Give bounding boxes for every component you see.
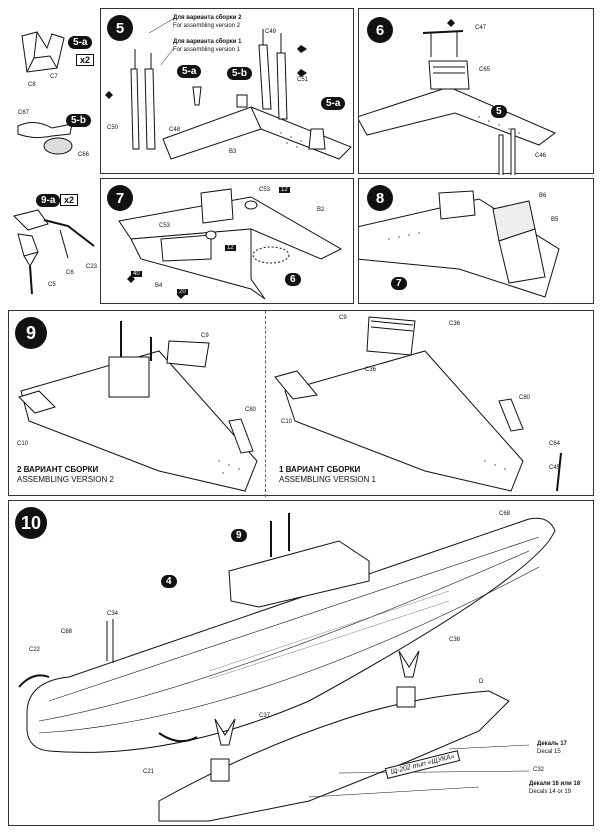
version1-caption-en: ASSEMBLING VERSION 1 [279, 475, 376, 484]
sub-5b-badge: 5-b [66, 114, 91, 127]
label-c51: C51 [297, 77, 309, 83]
label-c9-right: C9 [339, 315, 347, 321]
version1-caption-ru: 1 ВАРИАНТ СБОРКИ [279, 465, 361, 474]
sub-5a-1: 5-a [177, 65, 202, 78]
part-5a-drawing [21, 31, 65, 73]
step-7-number: 7 [107, 185, 133, 211]
version1-caption: 1 ВАРИАНТ СБОРКИ ASSEMBLING VERSION 1 [279, 465, 376, 485]
sub-9a-badge: 9-a [36, 194, 61, 207]
sub-4: 4 [161, 575, 177, 588]
label-c38: C38 [449, 637, 461, 643]
label-c80-right: C80 [519, 395, 531, 401]
step-5-drawing [105, 18, 352, 160]
version2-ru: Для варианта сборки 2 [173, 15, 242, 21]
label-c5: C5 [48, 282, 56, 288]
label-c53-b: C53 [159, 223, 171, 229]
tag-40: 40 [131, 271, 142, 277]
sub-7: 7 [391, 277, 407, 290]
label-d: D [479, 679, 484, 685]
sub-9: 9 [231, 529, 247, 542]
step-9-panel: 9 C9 C10 C80 C9 C36 C36 C10 C80 C64 C45 … [8, 310, 594, 497]
multiplier-x2-b: x2 [60, 194, 79, 206]
step-9-number: 9 [15, 317, 47, 349]
part-9a-drawing [13, 209, 95, 295]
step-7-panel: 7 C53 B2 C53 B4 12 12 40 20 6 [100, 178, 354, 304]
label-c32: C32 [533, 767, 545, 773]
label-c8: C8 [28, 82, 36, 88]
sub-5: 5 [491, 105, 507, 118]
label-c21: C21 [143, 769, 155, 775]
multiplier-x2-a: x2 [76, 54, 95, 66]
decal-17-ru: Декаль 17 [537, 741, 567, 747]
sub-6: 6 [285, 273, 301, 286]
tag-20: 20 [177, 289, 188, 295]
label-b5: B5 [551, 217, 559, 223]
step-8-drawing [359, 190, 560, 298]
label-c68-left: C68 [61, 629, 73, 635]
step-6-panel: 6 C47 C65 C46 5 [358, 8, 594, 175]
decal-15-en: Decal 15 [537, 749, 561, 755]
label-c36-b: C36 [365, 367, 377, 373]
label-c50: C50 [107, 125, 119, 131]
label-c66: C66 [78, 152, 90, 158]
label-c45: C45 [549, 465, 561, 471]
step-10-drawing [18, 513, 556, 822]
version-divider [265, 311, 266, 497]
step-6-drawing [359, 19, 556, 175]
label-c48: C48 [169, 127, 181, 133]
label-c6: C6 [66, 270, 74, 276]
label-c10-left: C10 [17, 441, 29, 447]
version2-caption-ru: 2 ВАРИАНТ СБОРКИ [17, 465, 99, 474]
label-c49: C49 [265, 29, 277, 35]
step-5-panel: 5 Для варианта сборки 2 For assembling v… [100, 8, 354, 174]
version2-caption-en: ASSEMBLING VERSION 2 [17, 475, 114, 484]
label-c64: C64 [549, 441, 561, 447]
label-c80-left: C80 [245, 407, 257, 413]
step-9-left-drawing [18, 321, 258, 492]
version1-en: For assembling version 1 [173, 47, 241, 53]
label-c53-a: C53 [259, 187, 271, 193]
step-8-number: 8 [367, 185, 393, 211]
step-9-right-drawing [274, 316, 562, 492]
step-8-panel: 8 B6 B5 7 [358, 178, 594, 304]
label-c22: C22 [29, 647, 41, 653]
sub-5a-2: 5-a [321, 97, 346, 110]
decal-16-18-ru: Декали 16 или 18 [529, 781, 581, 787]
label-c46: C46 [535, 153, 547, 159]
label-c34: C34 [107, 611, 119, 617]
step-5-number: 5 [107, 15, 133, 41]
decal-14-19-en: Decals 14 or 19 [529, 789, 572, 795]
label-c23: C23 [86, 264, 98, 270]
label-c47: C47 [475, 25, 487, 31]
sub-5b: 5-b [227, 67, 252, 80]
version2-caption: 2 ВАРИАНТ СБОРКИ ASSEMBLING VERSION 2 [17, 465, 114, 485]
step-10-panel: 10 C68 C34 C68 C22 C21 C37 C38 C32 D 4 9… [8, 500, 594, 826]
label-b4: B4 [155, 283, 163, 289]
tag-12-a: 12 [279, 187, 290, 193]
label-c68-top: C68 [499, 511, 511, 517]
part-5b-drawing [17, 122, 73, 155]
step-6-number: 6 [367, 17, 393, 43]
sub-5a-badge: 5-a [68, 36, 93, 49]
label-c65: C65 [479, 67, 491, 73]
label-c7: C7 [50, 74, 58, 80]
label-c36-a: C36 [449, 321, 461, 327]
label-b3: B3 [229, 149, 237, 155]
label-c10-right: C10 [281, 419, 293, 425]
label-c9-left: C9 [201, 333, 209, 339]
step-10-number: 10 [15, 507, 47, 539]
version1-ru: Для варианта сборки 1 [173, 39, 242, 45]
label-c37: C37 [259, 713, 271, 719]
label-b2: B2 [317, 207, 325, 213]
label-b6: B6 [539, 193, 547, 199]
label-c67: C67 [18, 110, 30, 116]
version2-en: For assembling version 2 [173, 23, 241, 29]
step-7-drawing [118, 188, 343, 300]
tag-12-b: 12 [225, 245, 236, 251]
